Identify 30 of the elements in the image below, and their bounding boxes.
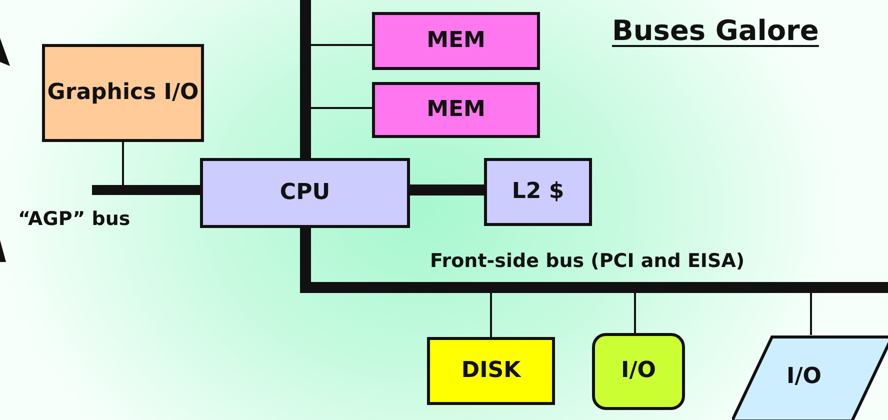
bus-label: Front-side bus (PCI and EISA): [430, 250, 745, 272]
component-box: [372, 12, 540, 70]
box-label: MEM: [426, 96, 486, 124]
bus-bar: [300, 0, 311, 158]
component-box: [200, 158, 410, 228]
bus-bar: [92, 185, 200, 195]
box-label: CPU: [280, 178, 330, 207]
component-box: [42, 44, 204, 142]
connector-line: [810, 293, 812, 335]
connector-line: [311, 107, 372, 109]
box-label: I/O: [786, 363, 822, 392]
bus-label: “AGP” bus: [18, 208, 130, 230]
box-label: DISK: [461, 356, 521, 385]
bus-line: [300, 228, 311, 282]
box-label: Graphics I/O: [47, 78, 199, 107]
connector-line: [311, 44, 372, 46]
component-box: [427, 337, 555, 405]
component-box: [484, 158, 592, 226]
bus-line: [410, 184, 484, 196]
box-label: L2 $: [512, 178, 564, 206]
title: Buses Galore: [612, 14, 819, 47]
box-label: I/O: [621, 357, 656, 386]
component-box: [372, 82, 540, 138]
connector-line: [122, 142, 124, 185]
parallelogram-box: [732, 335, 888, 420]
rounded-box: [592, 333, 685, 410]
box-label: MEM: [426, 26, 486, 55]
bus-bar: [300, 282, 888, 293]
connector-line: [490, 293, 492, 337]
connector-line: [634, 293, 636, 333]
